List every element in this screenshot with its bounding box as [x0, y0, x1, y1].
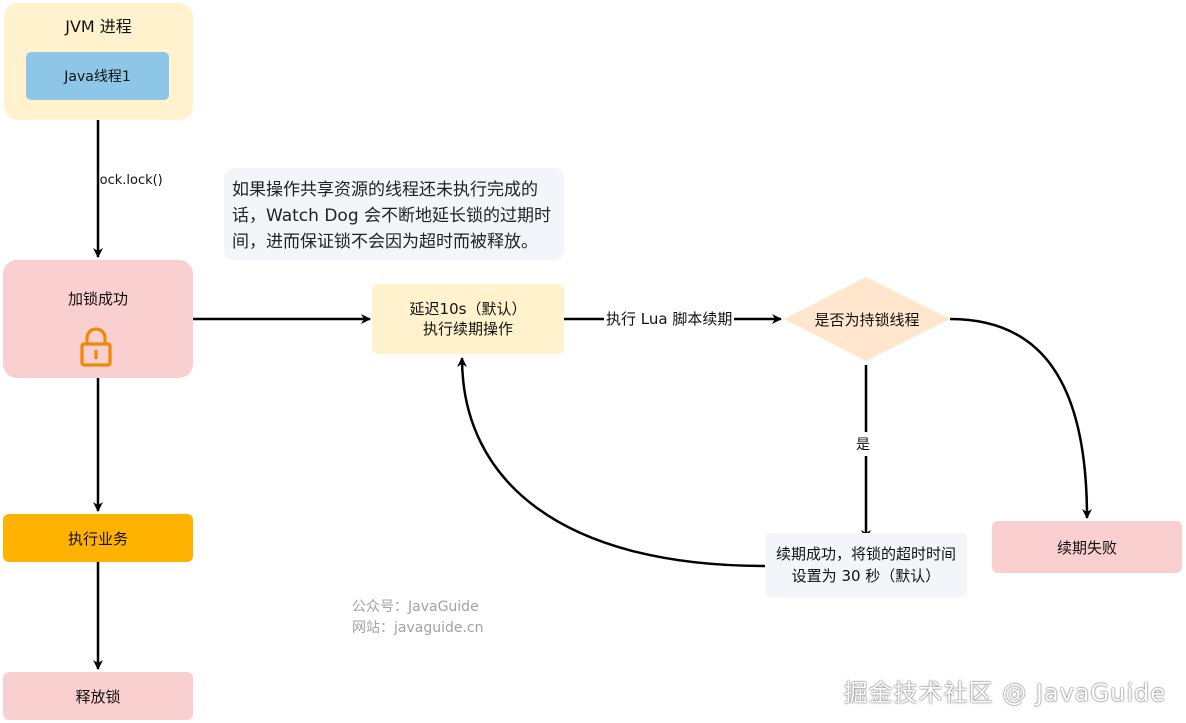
watchdog-note: 如果操作共享资源的线程还未执行完成的 话，Watch Dog 会不断地延长锁的过…: [224, 168, 564, 260]
java-thread-node: Java线程1: [26, 52, 169, 100]
renew-ok-line-1: 续期成功，将锁的超时时间: [775, 545, 956, 563]
holder-check-diamond: [784, 277, 950, 361]
delay-line-1: 延迟10s（默认）: [409, 300, 527, 318]
lock-success-node: 加锁成功: [3, 260, 193, 378]
jvm-process-title: JVM 进程: [65, 17, 132, 36]
yes-label: 是: [856, 432, 870, 456]
padlock-icon: [80, 327, 112, 367]
note-line-1: 如果操作共享资源的线程还未执行完成的: [232, 180, 538, 200]
lock-call-label: lock.lock(): [96, 173, 163, 188]
lock-success-label: 加锁成功: [67, 290, 128, 308]
watermark: 掘金技术社区 @ JavaGuide: [843, 679, 1166, 707]
renew-ok-line-2: 设置为 30 秒（默认）: [791, 567, 941, 585]
delay-renew-node: 延迟10s（默认） 执行续期操作: [372, 284, 564, 354]
renew-fail-node: 续期失败: [992, 521, 1182, 573]
holder-check-label: 是否为持锁线程: [814, 311, 920, 329]
exec-business-node: 执行业务: [3, 514, 193, 562]
arrow-check-to-renew-fail: [949, 317, 1092, 519]
delay-line-2: 执行续期操作: [422, 320, 513, 338]
exec-lua-label: 执行 Lua 脚本续期: [604, 308, 735, 329]
author-info: 公众号：JavaGuide 网站：javaguide.cn: [352, 597, 484, 639]
arrow-renew-ok-to-delay: [457, 357, 766, 568]
note-line-3: 间，进而保证锁不会因为超时而被释放。: [232, 232, 538, 252]
website: 网站：javaguide.cn: [352, 620, 484, 636]
renew-success-node: 续期成功，将锁的超时时间 设置为 30 秒（默认）: [765, 533, 967, 597]
release-lock-node: 释放锁: [3, 672, 193, 720]
note-line-2: 话，Watch Dog 会不断地延长锁的过期时: [232, 206, 552, 226]
wechat-account: 公众号：JavaGuide: [352, 599, 479, 615]
